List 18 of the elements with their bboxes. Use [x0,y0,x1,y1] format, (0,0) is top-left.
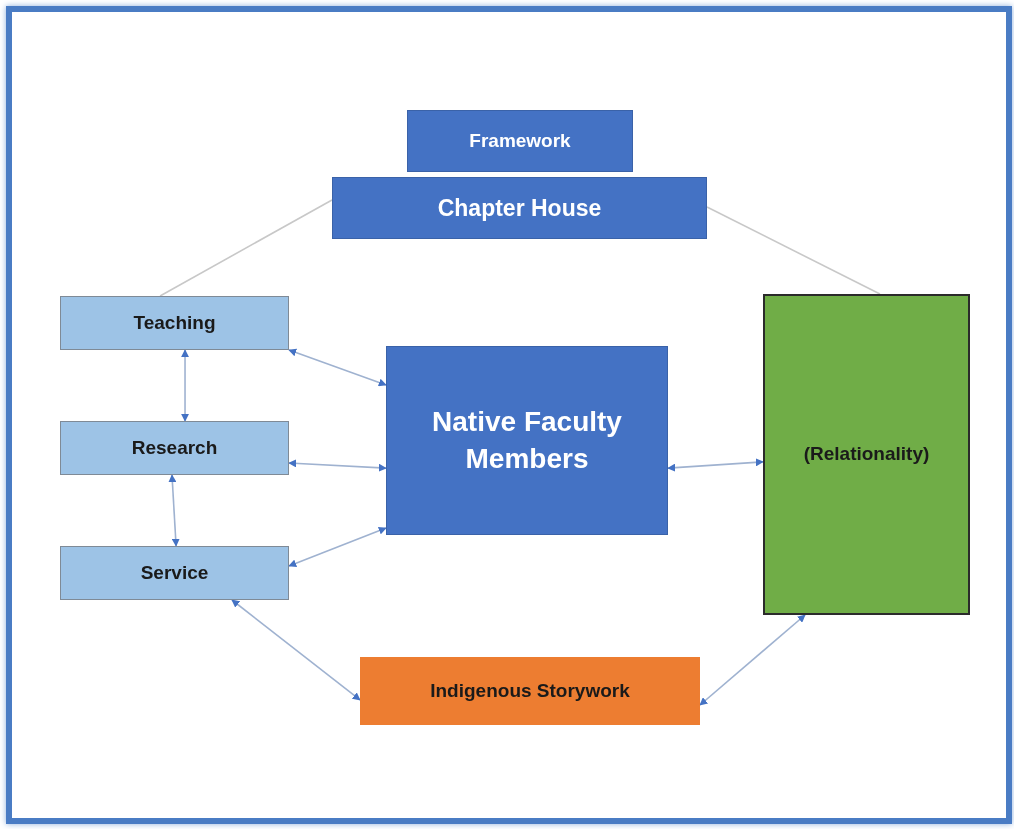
double-arrow [181,349,190,422]
process-box: (Relationality) [763,294,970,615]
process-box: Service [60,546,289,600]
double-arrow [231,599,361,701]
connector-line [159,199,333,297]
double-arrow [699,614,806,706]
connector-line [706,206,881,295]
process-box: Framework [407,110,633,172]
process-box: Teaching [60,296,289,350]
double-arrow [288,348,387,387]
double-arrow [667,458,764,472]
process-box: Research [60,421,289,475]
double-arrow [168,474,180,547]
process-box: Native Faculty Members [386,346,668,535]
process-box: Chapter House [332,177,707,239]
double-arrow [288,459,387,472]
double-arrow [288,526,387,568]
process-box: Indigenous Storywork [360,657,700,725]
